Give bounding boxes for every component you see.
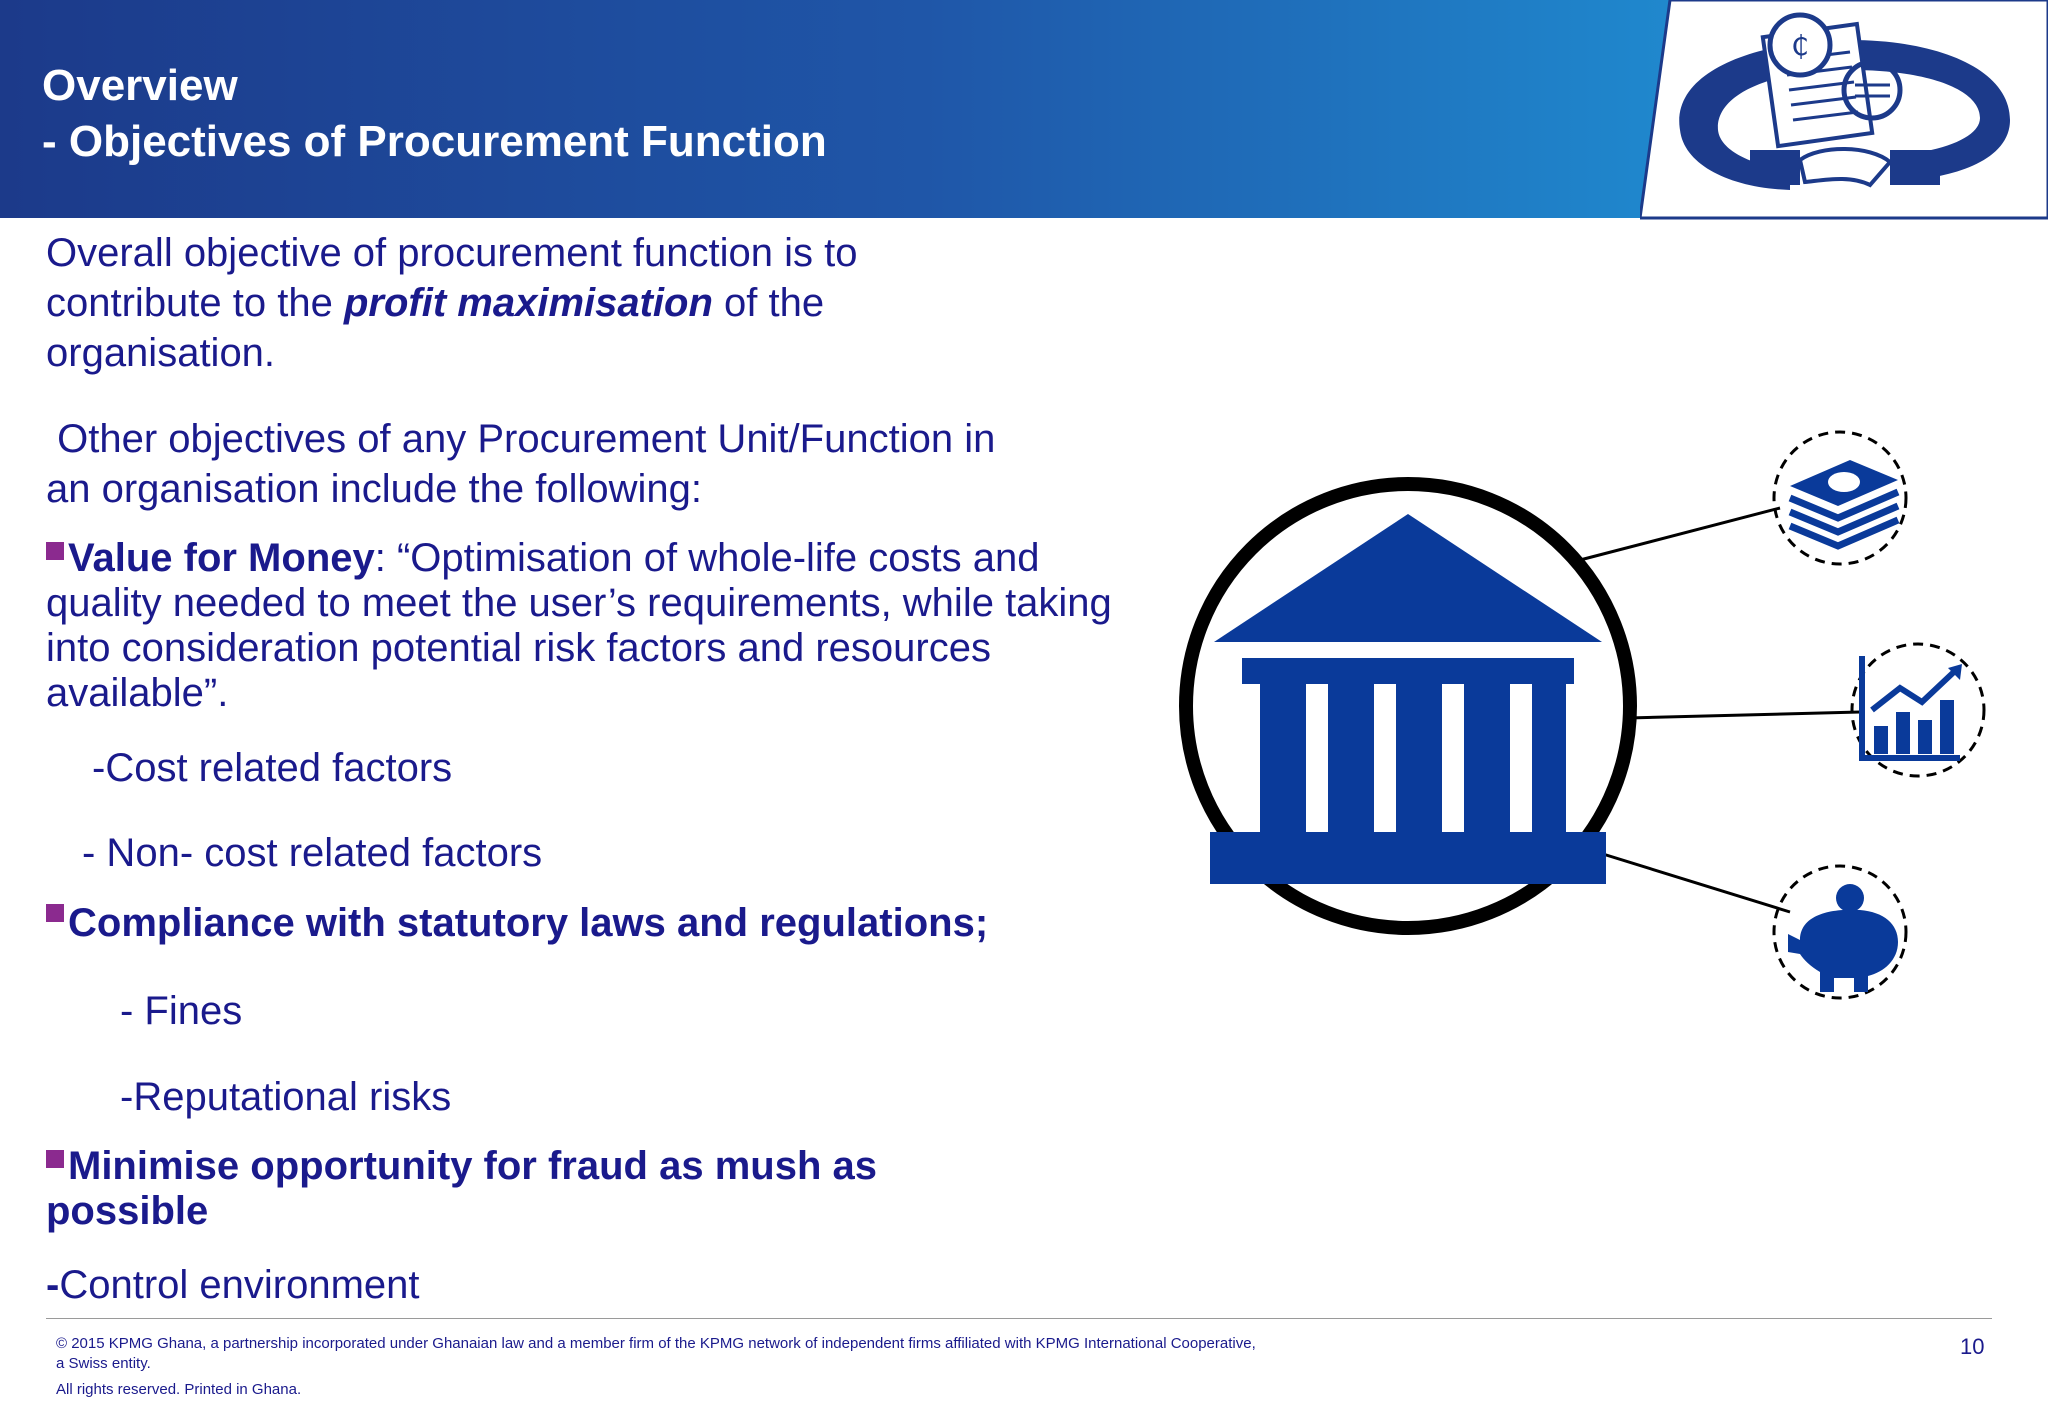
title-line-2: - Objectives of Procurement Function	[42, 117, 827, 166]
svg-text:₵: ₵	[1791, 29, 1809, 62]
value-for-money-item: Value for Money: “Optimisation of whole-…	[46, 536, 1116, 716]
other-line-1: Other objectives of any Procurement Unit…	[46, 417, 996, 461]
page-number: 10	[1960, 1334, 1985, 1359]
intro-text-b: of the	[712, 281, 825, 325]
bank-building-icon	[1179, 477, 1637, 935]
intro-line-3: organisation.	[46, 331, 276, 375]
cost-factors-item: -Cost related factors	[92, 746, 453, 790]
square-bullet-icon	[46, 904, 64, 922]
compliance-item: Compliance with statutory laws and regul…	[46, 898, 988, 948]
fraud-label: Minimise opportunity for fraud as mush a…	[46, 1144, 877, 1233]
noncost-factors-item: - Non- cost related factors	[82, 831, 543, 875]
other-objectives-paragraph: Other objectives of any Procurement Unit…	[46, 414, 995, 514]
intro-text-a: contribute to the	[46, 281, 344, 325]
footer-divider	[46, 1318, 1992, 1319]
fraud-item: Minimise opportunity for fraud as mush a…	[46, 1144, 986, 1234]
footer-copyright: © 2015 KPMG Ghana, a partnership incorpo…	[56, 1334, 1356, 1400]
intro-line-2: contribute to the profit maximisation of…	[46, 278, 858, 328]
value-for-money-text: : “Optimisation of whole-life costs and …	[46, 536, 1112, 715]
profit-maximisation-emphasis: profit maximisation	[343, 281, 713, 325]
value-for-money-label: Value for Money	[68, 536, 375, 580]
intro-line-1: Overall objective of procurement functio…	[46, 231, 858, 275]
intro-paragraph: Overall objective of procurement functio…	[46, 228, 858, 378]
reputational-risks-item: -Reputational risks	[120, 1075, 452, 1119]
fines-item: - Fines	[120, 989, 243, 1033]
control-dash: -	[46, 1263, 60, 1307]
control-environment-item: -Control environment	[46, 1260, 420, 1310]
procurement-handshake-documents-logo: ₵	[1640, 0, 2048, 220]
title-line-1: Overview	[42, 61, 238, 110]
money-stack-icon	[1772, 430, 1908, 566]
copyright-line-2: a Swiss entity.	[56, 1355, 151, 1372]
connector-line	[1579, 506, 1781, 562]
control-environment-text: Control environment	[59, 1263, 420, 1307]
square-bullet-icon	[46, 542, 64, 560]
square-bullet-icon	[46, 1150, 64, 1168]
growth-bar-chart-icon	[1850, 642, 1986, 778]
copyright-line-1: © 2015 KPMG Ghana, a partnership incorpo…	[56, 1335, 1256, 1352]
page-title: Overview - Objectives of Procurement Fun…	[42, 58, 827, 170]
institution-diagram	[1179, 430, 1986, 1000]
rights-reserved: All rights reserved. Printed in Ghana.	[56, 1381, 302, 1398]
connector-line	[1627, 710, 1861, 720]
connector-line	[1589, 848, 1791, 914]
other-line-2: an organisation include the following:	[46, 467, 702, 511]
compliance-label: Compliance with statutory laws and regul…	[68, 901, 989, 945]
piggy-bank-icon	[1772, 864, 1908, 1000]
